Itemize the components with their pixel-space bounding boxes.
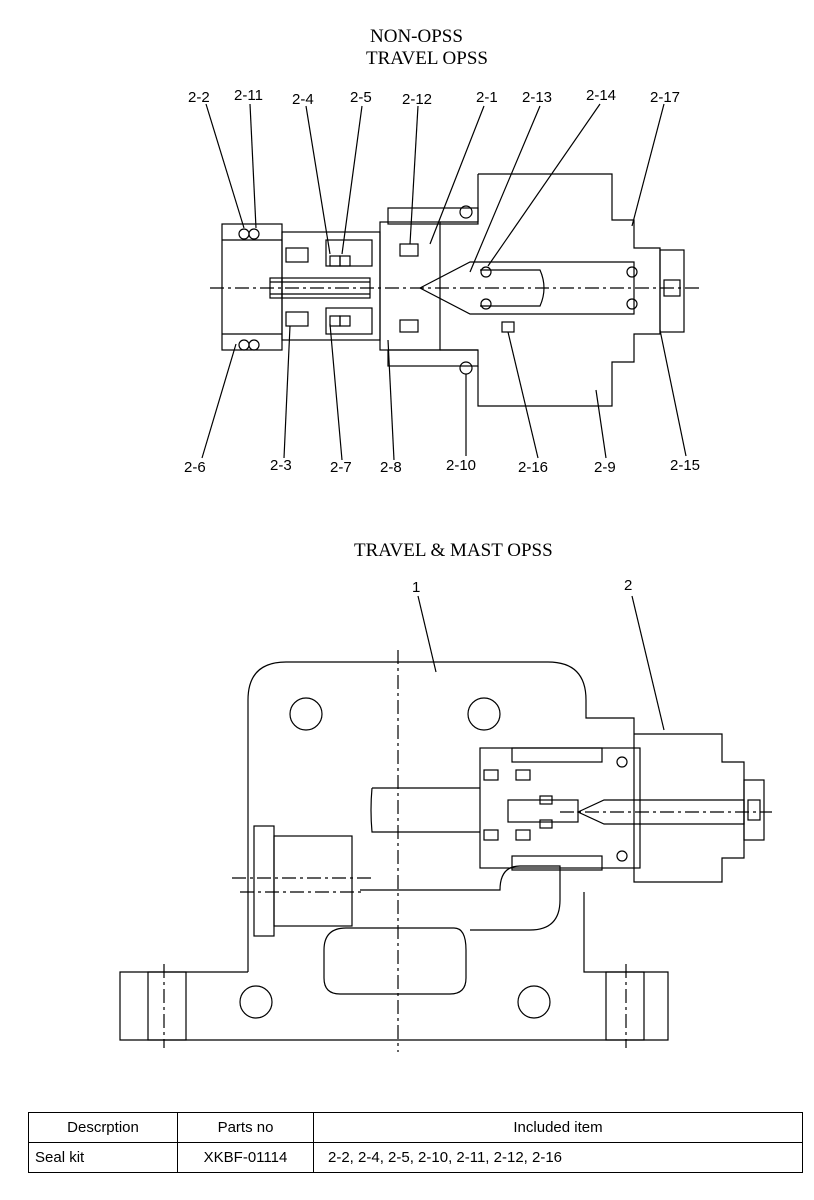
assembly-view (119, 595, 772, 1052)
callout-2-4: 2-4 (292, 91, 314, 108)
callout-2-12: 2-12 (402, 91, 432, 108)
header-included-item: Included item (313, 1112, 803, 1143)
callout-2-3: 2-3 (270, 457, 292, 474)
table-header-row: Descrption Parts no Included item (28, 1112, 803, 1143)
technical-drawing: 2-2 2-11 2-4 2-5 2-12 2-1 2-13 2-14 2-17… (119, 87, 772, 1052)
callout-2-14: 2-14 (586, 87, 616, 104)
title-travel-mast-opss: TRAVEL & MAST OPSS (354, 540, 553, 561)
callout-2: 2 (624, 577, 632, 594)
callout-2-13: 2-13 (522, 89, 552, 106)
callout-2-17: 2-17 (650, 89, 680, 106)
callout-2-9: 2-9 (594, 459, 616, 476)
valve-section-view (201, 103, 700, 461)
callout-2-11: 2-11 (234, 87, 263, 104)
callout-2-6: 2-6 (184, 459, 206, 476)
header-description: Descrption (28, 1112, 178, 1143)
callout-2-2: 2-2 (188, 89, 210, 106)
title-non-opss: NON-OPSS (370, 26, 463, 47)
callout-2-10: 2-10 (446, 457, 476, 474)
callouts-bottom: 2-6 2-3 2-7 2-8 2-10 2-16 2-9 2-15 (184, 457, 700, 476)
callout-2-15: 2-15 (670, 457, 700, 474)
parts-table: Descrption Parts no Included item Seal k… (28, 1112, 803, 1173)
cell-description: Seal kit (28, 1142, 178, 1173)
title-travel-opss: TRAVEL OPSS (366, 48, 488, 69)
callout-2-7: 2-7 (330, 459, 352, 476)
callout-2-16: 2-16 (518, 459, 548, 476)
callout-2-8: 2-8 (380, 459, 402, 476)
callouts-assembly: 1 2 (412, 577, 632, 596)
callout-2-5: 2-5 (350, 89, 372, 106)
callout-2-1: 2-1 (476, 89, 498, 106)
callout-1: 1 (412, 579, 420, 596)
callouts-top: 2-2 2-11 2-4 2-5 2-12 2-1 2-13 2-14 2-17 (188, 87, 680, 108)
cell-parts-no: XKBF-01114 (177, 1142, 314, 1173)
cell-included-item: 2-2, 2-4, 2-5, 2-10, 2-11, 2-12, 2-16 (313, 1142, 803, 1173)
header-parts-no: Parts no (177, 1112, 314, 1143)
table-row: Seal kit XKBF-01114 2-2, 2-4, 2-5, 2-10,… (28, 1142, 803, 1173)
